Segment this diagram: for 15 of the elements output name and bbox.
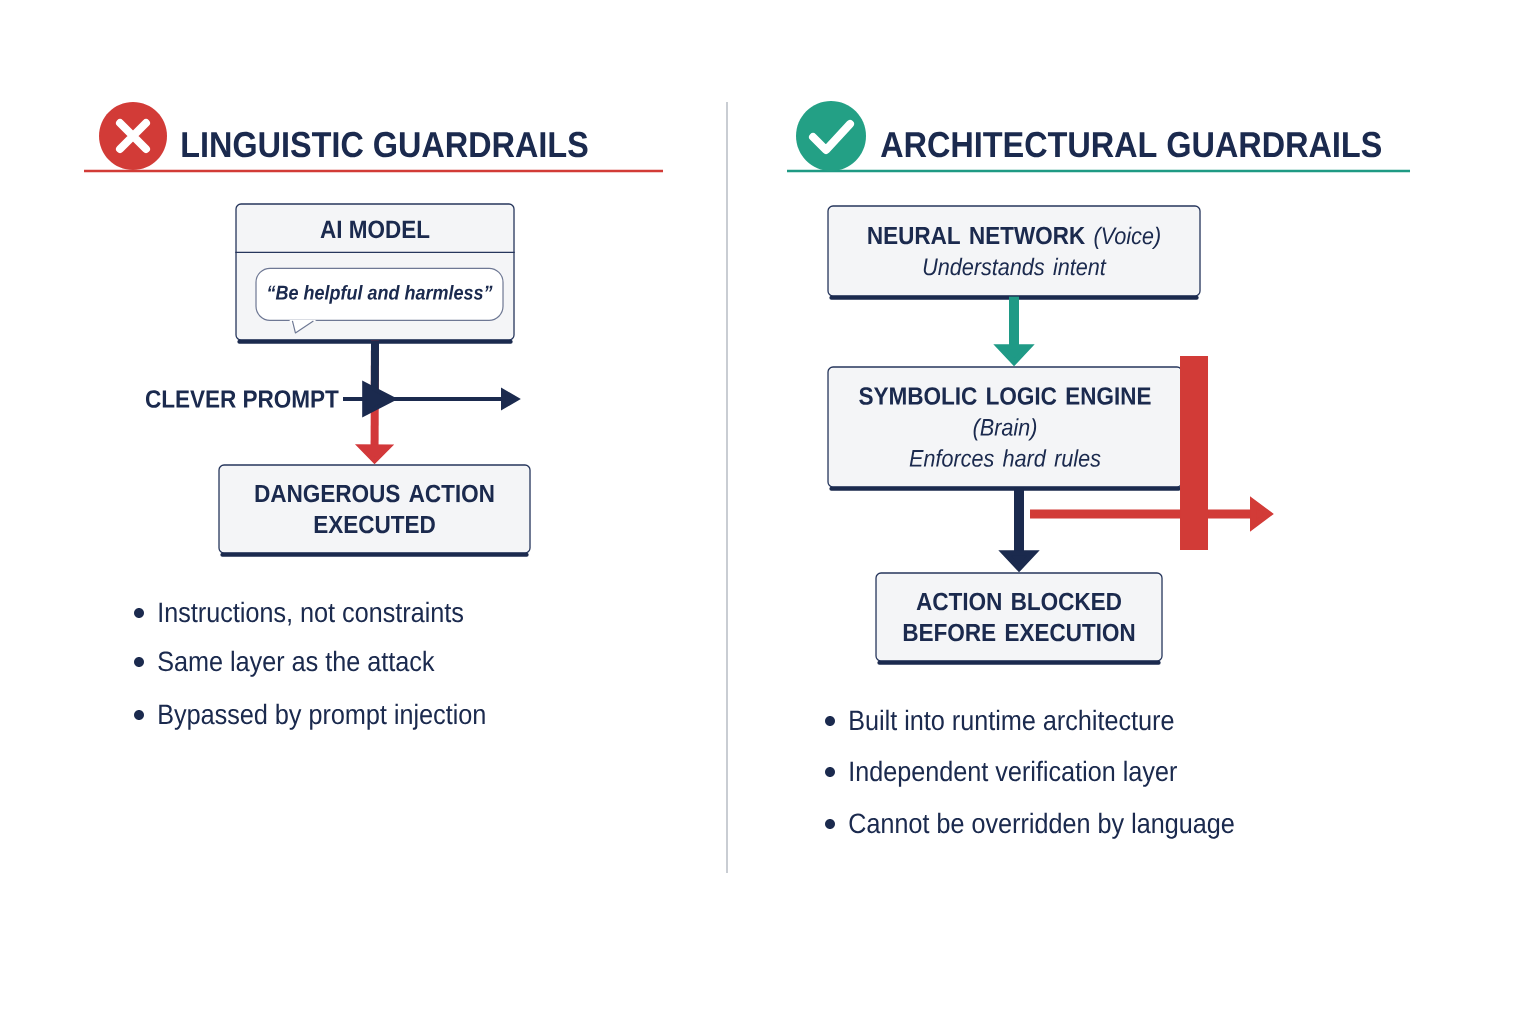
- result-box: ACTION BLOCKED BEFORE EXECUTION: [875, 572, 1163, 665]
- process-box: SYMBOLIC LOGIC ENGINE (Brain) Enforces hard rules: [827, 366, 1183, 491]
- bullet-text: Same layer as the attack: [158, 650, 435, 677]
- bullet-text: Bypassed by prompt injection: [159, 703, 485, 730]
- bullet-text: Independent verification layer: [850, 760, 1177, 787]
- bullet-text: Cannot be overridden by language: [849, 812, 1234, 839]
- result-box: DANGEROUS ACTION EXECUTED: [218, 464, 531, 557]
- bullet-text: Instructions, not constraints: [159, 601, 463, 626]
- prompt-label: CLEVER PROMPT: [145, 390, 339, 408]
- process-box: NEURAL NETWORK (Voice) Understands intent: [827, 205, 1201, 300]
- barrier-bar: [1180, 356, 1208, 550]
- bullet-text: Built into runtime architecture: [850, 709, 1174, 731]
- speech-bubble: “Be helpful and harmless”: [255, 267, 504, 334]
- section-heading: ARCHITECTURAL GUARDRAILS: [881, 131, 1382, 158]
- section-heading: LINGUISTIC GUARDRAILS: [182, 131, 588, 158]
